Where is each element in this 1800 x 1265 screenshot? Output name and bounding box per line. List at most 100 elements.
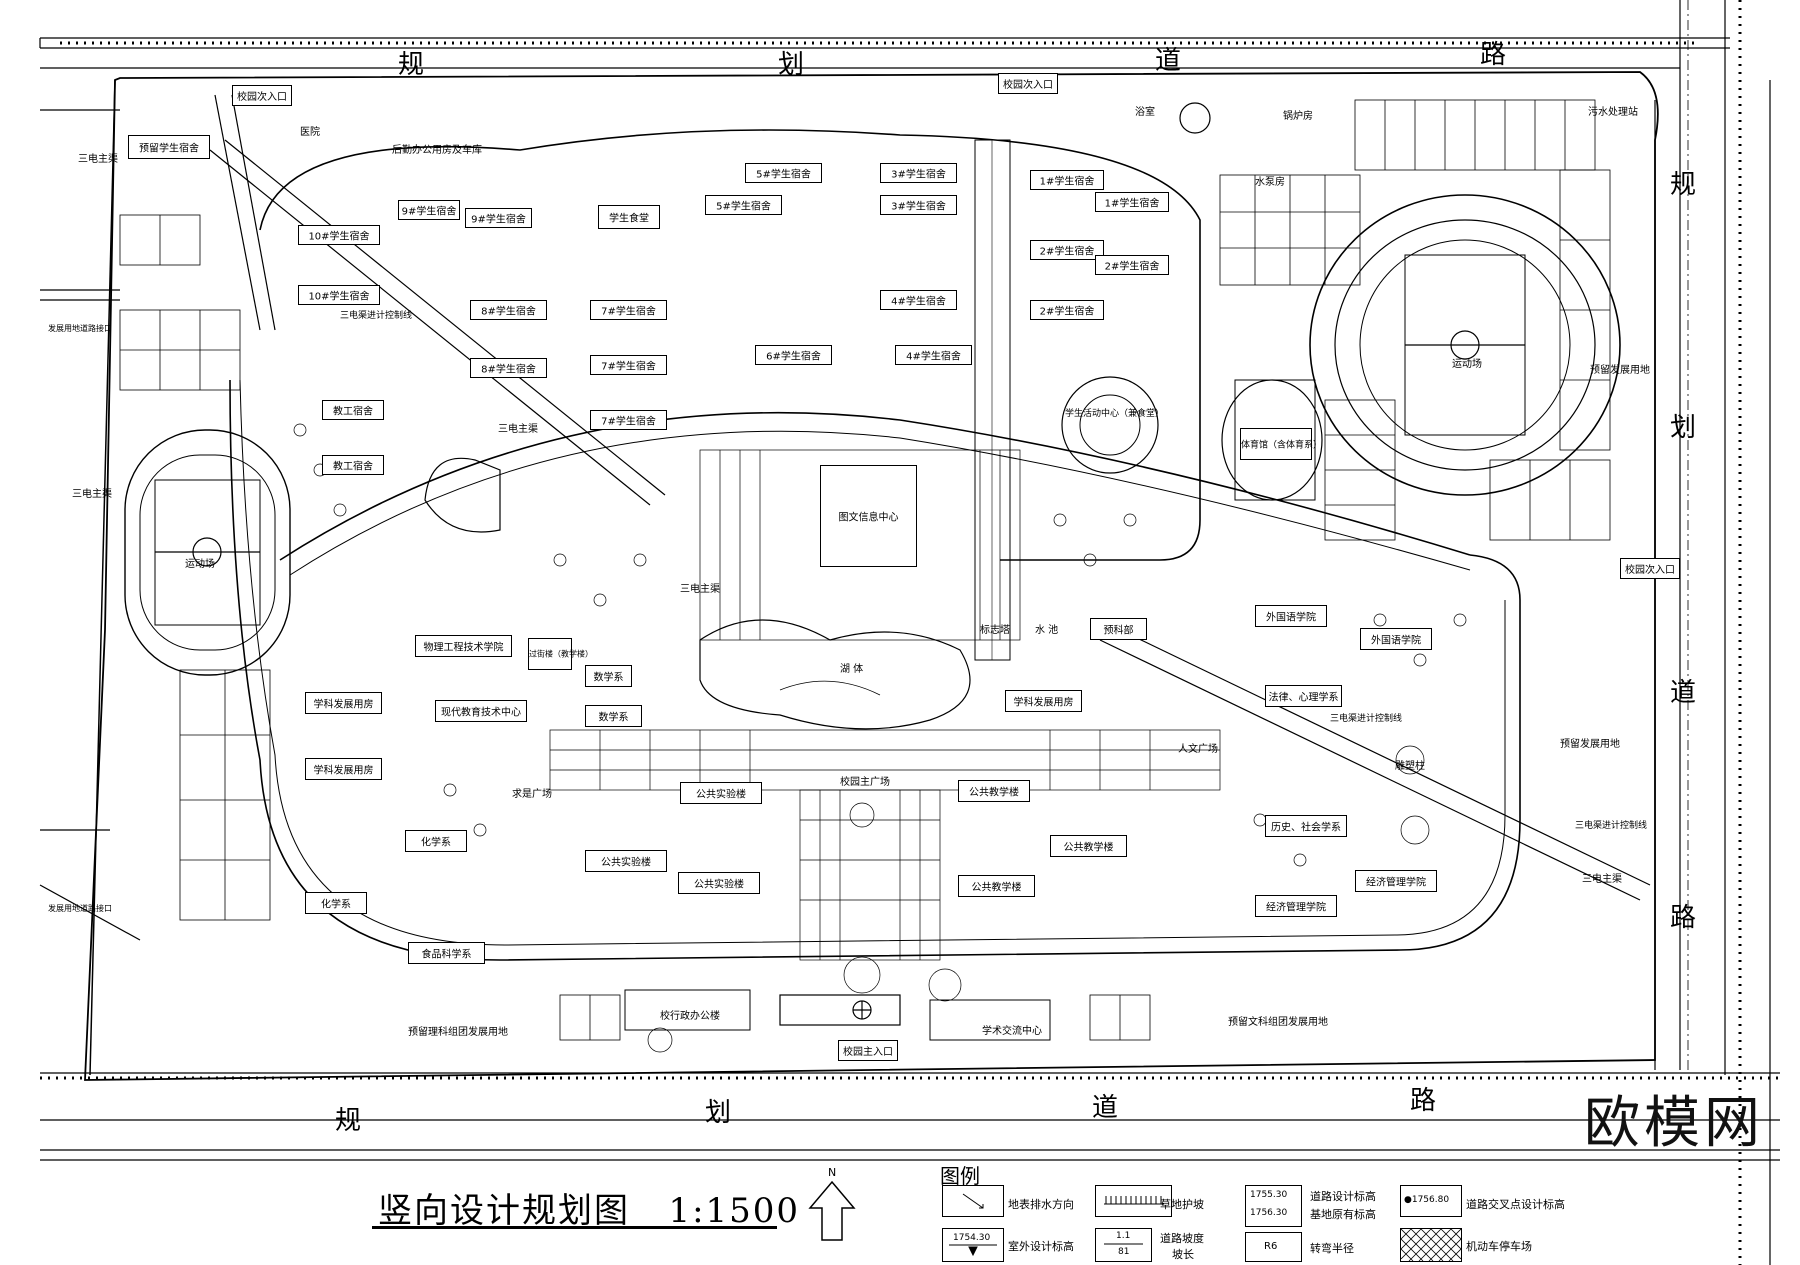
- top-road-char-2: 划: [778, 50, 805, 80]
- right-road-char-1: 规: [1670, 170, 1697, 200]
- math-2: 数学系: [585, 705, 642, 727]
- power-main-label-3: 三电主渠: [498, 424, 538, 435]
- dorm-5b: 5#学生宿舍: [705, 195, 782, 215]
- bottom-road-char-3: 道: [1092, 1093, 1119, 1123]
- staff-dorm-1: 教工宿舍: [322, 400, 384, 420]
- foreign-lang-2: 外国语学院: [1360, 628, 1432, 650]
- legend-cross-symbol: ●1756.80: [1400, 1185, 1462, 1217]
- law-psych: 法律、心理学系: [1265, 685, 1342, 707]
- north-sub-entrance-left: 校园次入口: [232, 85, 292, 106]
- drawing-scale: 1:1500: [668, 1191, 801, 1231]
- economics-1: 经济管理学院: [1355, 870, 1437, 892]
- title-underline: [372, 1226, 777, 1229]
- dorm-2b: 2#学生宿舍: [1095, 255, 1169, 275]
- legend-heading: 图例: [940, 1164, 980, 1188]
- dorm-9: 9#学生宿舍: [398, 200, 460, 220]
- dorm-3: 3#学生宿舍: [880, 163, 957, 183]
- dorm-9b: 9#学生宿舍: [465, 208, 532, 228]
- legend-length-text: 坡长: [1172, 1248, 1194, 1261]
- public-lab-3: 公共实验楼: [678, 872, 760, 894]
- dorm-10: 10#学生宿舍: [298, 225, 380, 245]
- legend-road-elev-text: 道路设计标高: [1310, 1190, 1376, 1203]
- dorm-2c: 2#学生宿舍: [1030, 300, 1104, 320]
- dorm-5: 5#学生宿舍: [745, 163, 822, 183]
- dorm-8: 8#学生宿舍: [470, 300, 547, 320]
- east-sub-entrance: 校园次入口: [1620, 558, 1680, 579]
- legend-grass-symbol: [1095, 1185, 1172, 1217]
- dorm-2: 2#学生宿舍: [1030, 240, 1104, 260]
- food-science: 食品科学系: [408, 942, 485, 964]
- legend-elev-base-value: 1756.30: [1250, 1208, 1288, 1218]
- bottom-road-char-1: 规: [335, 1106, 362, 1136]
- discipline-1: 学科发展用房: [305, 692, 382, 714]
- legend-radius-symbol: R6: [1245, 1232, 1302, 1262]
- dorm-8b: 8#学生宿舍: [470, 358, 547, 378]
- legend-outdoor-symbol: 1754.30: [942, 1228, 1004, 1262]
- dorm-10b: 10#学生宿舍: [298, 285, 380, 305]
- academic-label: 学术交流中心: [982, 1026, 1042, 1037]
- dorm-6: 6#学生宿舍: [755, 345, 832, 365]
- sculpture-label: 雕塑柱: [1395, 761, 1425, 772]
- chem-2: 化学系: [305, 892, 367, 914]
- power-control-label-2: 三电渠进计控制线: [1330, 714, 1403, 724]
- public-teaching-2: 公共教学楼: [1050, 835, 1127, 857]
- physics-building: 物理工程技术学院: [415, 635, 512, 657]
- south-main-entrance: 校园主入口: [838, 1040, 898, 1061]
- transition-building: 过街楼（教学楼）: [528, 638, 593, 670]
- legend-drain-text: 地表排水方向: [1008, 1198, 1074, 1211]
- reserve-science-label: 预留理科组团发展用地: [408, 1027, 508, 1038]
- prep-dept: 预科部: [1090, 618, 1147, 640]
- pump-label: 水泵房: [1255, 177, 1285, 188]
- sewage-label: 污水处理站: [1588, 107, 1638, 118]
- legend-outdoor-text: 室外设计标高: [1008, 1240, 1074, 1253]
- legend-slope-text: 道路坡度: [1160, 1232, 1204, 1245]
- reserve-east-label: 预留发展用地: [1590, 365, 1650, 376]
- north-sub-entrance-mid: 校园次入口: [998, 73, 1058, 94]
- top-road-char-4: 路: [1480, 40, 1507, 70]
- library: 图文信息中心: [820, 465, 917, 567]
- right-road-char-2: 划: [1670, 413, 1697, 443]
- power-main-label-2: 三电主渠: [72, 489, 112, 500]
- top-road-char-3: 道: [1155, 46, 1182, 76]
- hospital-label: 医院: [300, 127, 320, 138]
- dorm-7: 7#学生宿舍: [590, 300, 667, 320]
- right-road-char-4: 路: [1670, 903, 1697, 933]
- legend-parking-text: 机动车停车场: [1466, 1240, 1532, 1253]
- watermark-logo: 欧模网: [1584, 1078, 1764, 1159]
- student-center-label: 学生活动中心（兼食堂）: [1065, 409, 1165, 419]
- public-teaching-1: 公共教学楼: [958, 780, 1030, 802]
- legend-parking-symbol: [1400, 1228, 1462, 1262]
- foreign-lang-1: 外国语学院: [1255, 605, 1327, 627]
- dorm-4b: 4#学生宿舍: [895, 345, 972, 365]
- legend-radius-text: 转弯半径: [1310, 1242, 1354, 1255]
- top-road-char-1: 规: [398, 50, 425, 80]
- legend-base-elev-text: 基地原有标高: [1310, 1208, 1376, 1221]
- public-lab-2: 公共实验楼: [585, 850, 667, 872]
- gymnasium: 体育馆（含体育系）: [1240, 428, 1322, 460]
- power-control-label-3: 三电渠进计控制线: [1575, 821, 1648, 831]
- legend-elev-symbol: 1755.30 1756.30: [1245, 1185, 1302, 1227]
- discipline-2: 学科发展用房: [305, 758, 382, 780]
- drawing-title: 竖向设计规划图 1:1500: [378, 1183, 800, 1232]
- dorm-1: 1#学生宿舍: [1030, 170, 1104, 190]
- bath-label: 浴室: [1135, 107, 1155, 118]
- public-lab-1: 公共实验楼: [680, 782, 762, 804]
- economics-2: 经济管理学院: [1255, 895, 1337, 917]
- reserve-liberal-label: 预留文科组团发展用地: [1228, 1017, 1328, 1028]
- water-label: 水 池: [1035, 625, 1059, 636]
- math-1: 数学系: [585, 665, 632, 687]
- legend-grass-text: 草地护坡: [1160, 1198, 1204, 1211]
- dorm-3b: 3#学生宿舍: [880, 195, 957, 215]
- dorm-reserved: 预留学生宿舍: [128, 135, 210, 159]
- public-teaching-3: 公共教学楼: [958, 875, 1035, 897]
- legend-cross-text: 道路交叉点设计标高: [1466, 1198, 1565, 1211]
- legend-radius-value: R6: [1264, 1241, 1278, 1252]
- staff-dorm-2: 教工宿舍: [322, 455, 384, 475]
- dorm-4: 4#学生宿舍: [880, 290, 957, 310]
- dev-road-label-1: 发展用地道路接口: [48, 324, 112, 333]
- right-road-char-3: 道: [1670, 678, 1697, 708]
- tower-label: 标志塔: [980, 625, 1010, 636]
- legend-slope-value: 1.1: [1116, 1231, 1131, 1241]
